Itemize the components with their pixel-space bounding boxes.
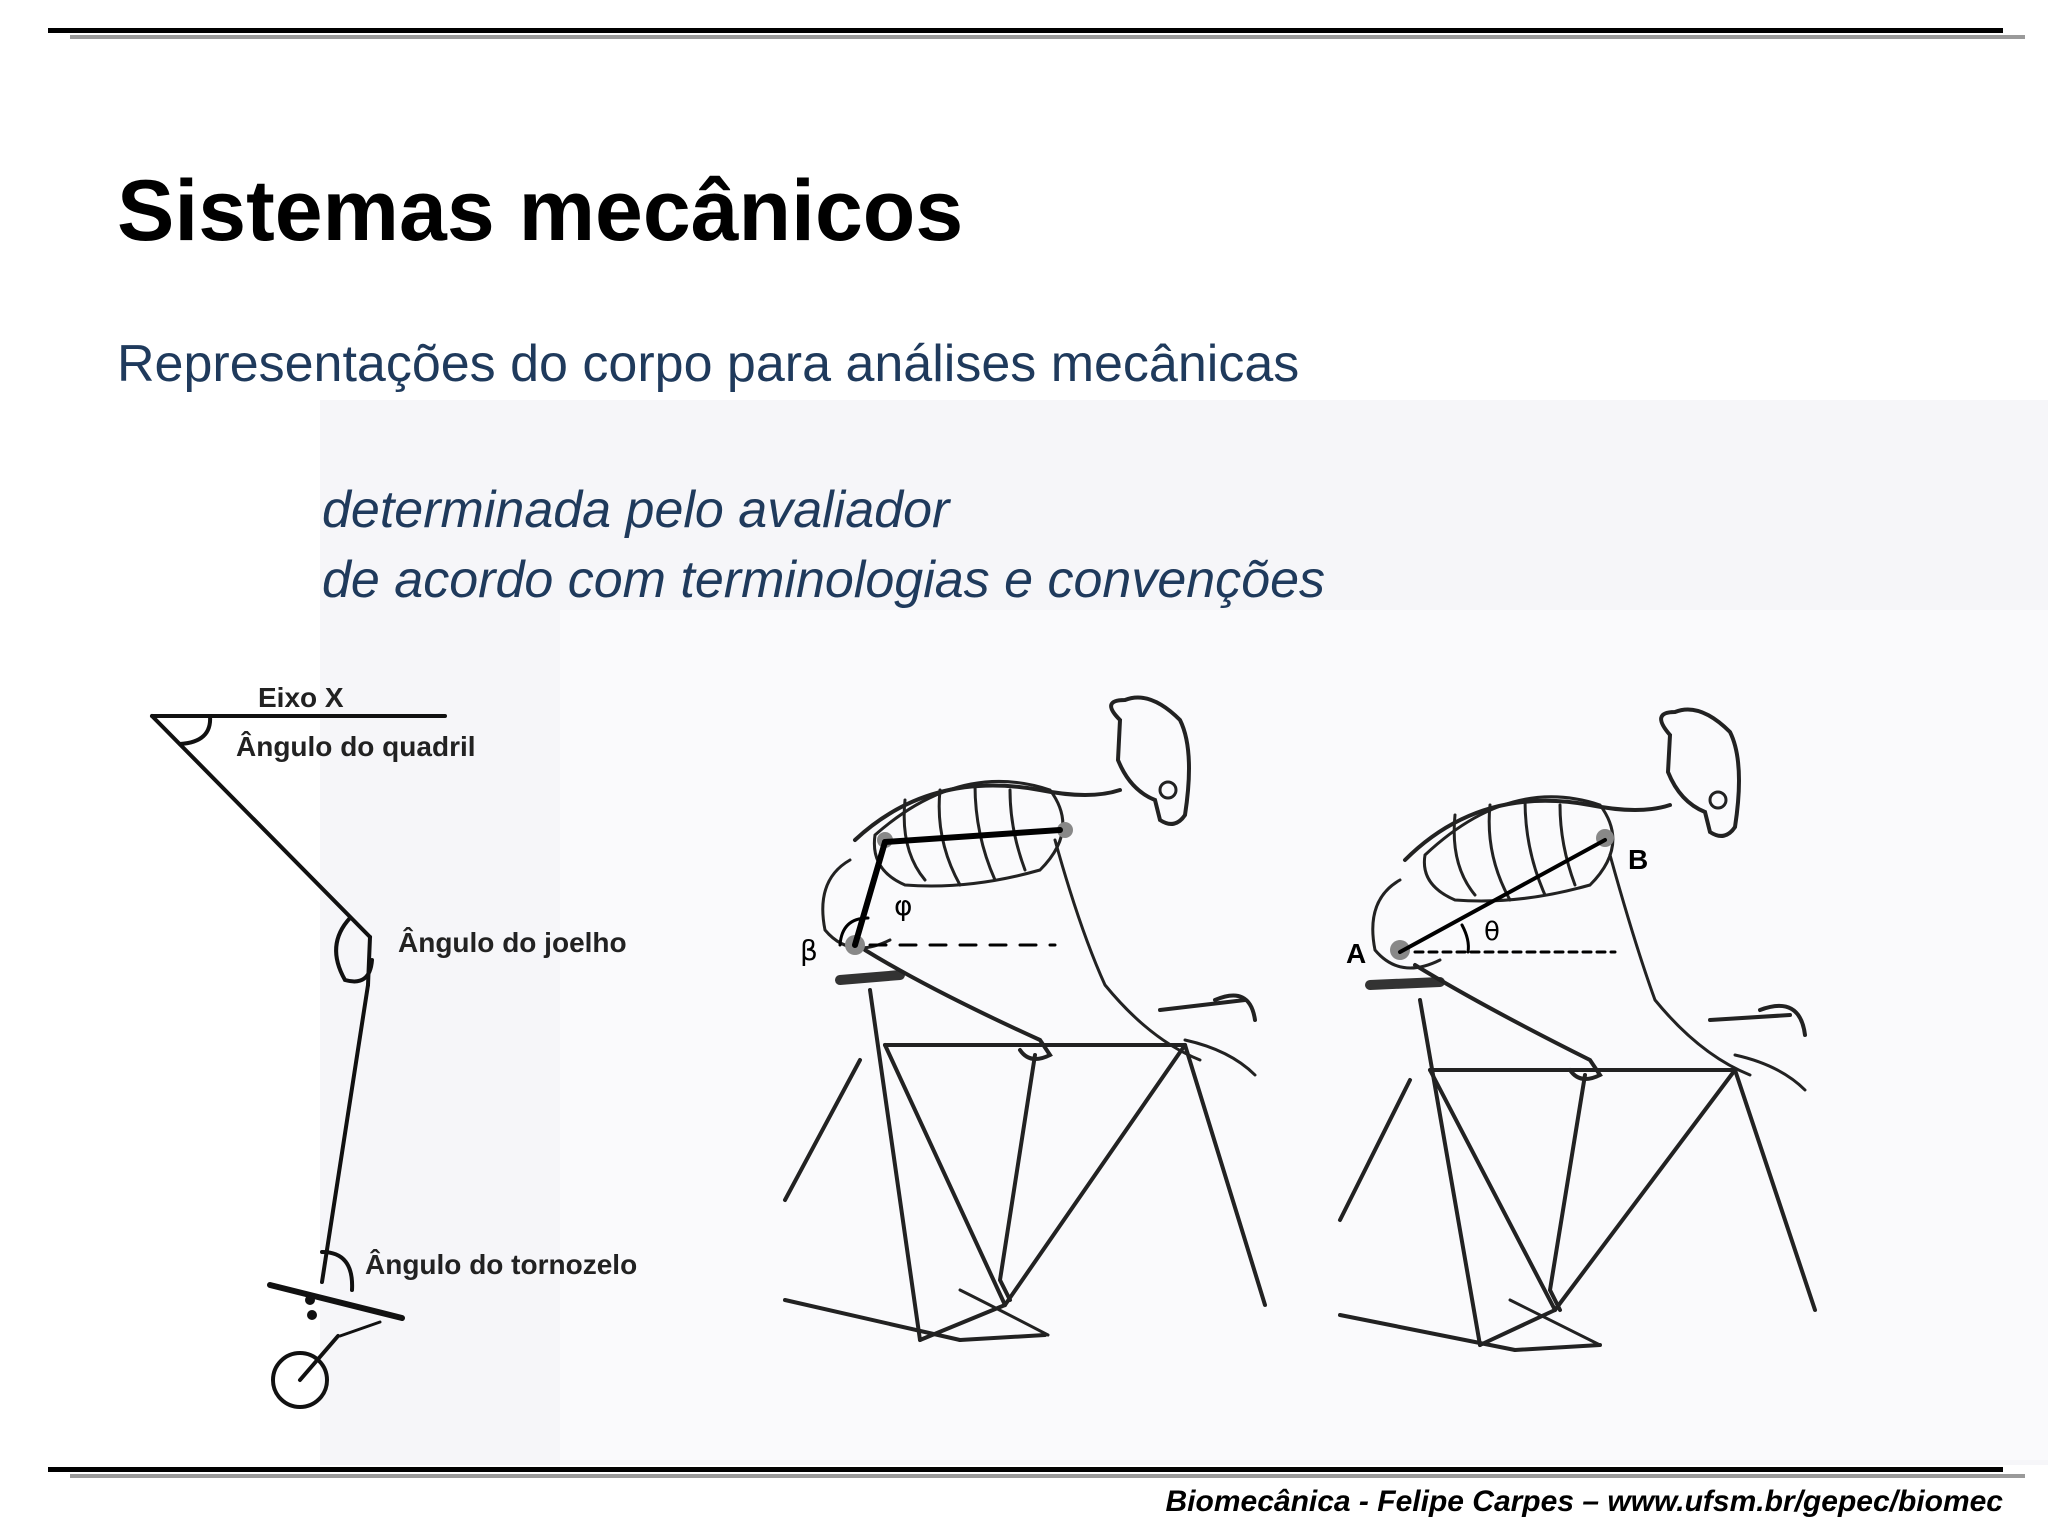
hip-angle-arc	[178, 714, 213, 746]
tibia	[997, 1053, 1037, 1302]
slide-title: Sistemas mecânicos	[117, 163, 964, 259]
trunk-line-ab	[1398, 838, 1607, 954]
slide-subtitle: Representações do corpo para análises me…	[117, 335, 1300, 393]
bullet-item: determinada pelo avaliador	[322, 481, 950, 539]
shoulder-marker	[1057, 822, 1073, 838]
bicycle-frame	[1338, 977, 1817, 1352]
foot-bones	[958, 1288, 1050, 1337]
spine	[853, 783, 1122, 842]
ribcage	[1422, 795, 1615, 903]
femur	[863, 948, 1053, 1061]
shank-segment	[320, 983, 370, 1284]
ankle-angle-arc	[320, 1250, 355, 1292]
skull	[1659, 707, 1741, 838]
crank-circle	[271, 1351, 329, 1409]
crank-arm	[298, 1334, 340, 1382]
theta-symbol: θ	[1484, 917, 1500, 947]
arm-bones	[1053, 838, 1202, 1062]
skeleton-cyclist-right	[1338, 707, 1817, 1352]
footer-credit: Biomecânica - Felipe Carpes – www.ufsm.b…	[1165, 1485, 2003, 1518]
beta-symbol: β	[800, 934, 818, 967]
foot-segment	[267, 1282, 405, 1321]
hand-bones	[1183, 1038, 1257, 1077]
knee-angle-label: Ângulo do joelho	[398, 927, 627, 958]
pelvis	[821, 858, 892, 950]
hand-bones	[1733, 1053, 1807, 1092]
thigh-segment	[150, 714, 372, 939]
bullet-item: de acordo com terminologias e convenções	[322, 551, 1326, 609]
tibia	[1547, 1073, 1587, 1312]
phi-symbol: φ	[894, 889, 912, 922]
foot-bones	[1508, 1298, 1602, 1347]
pedal-mark	[338, 1320, 382, 1338]
foot-dot	[307, 1310, 317, 1320]
ribs	[1452, 798, 1577, 902]
foot-dot	[305, 1295, 315, 1305]
bullet-list: determinada pelo avaliador de acordo com…	[322, 475, 1325, 615]
pelvic-segment-line	[852, 839, 888, 948]
arm-bones	[1608, 853, 1752, 1077]
ankle-angle-label: Ângulo do tornozelo	[365, 1249, 637, 1280]
bottom-rule-shadow	[70, 1474, 2025, 1478]
skull	[1109, 695, 1191, 826]
femur	[1413, 963, 1603, 1081]
skeleton-cyclist-left	[783, 695, 1267, 1342]
figure-background-inner	[560, 610, 2048, 1460]
hip-angle-label: Ângulo do quadril	[236, 731, 476, 762]
top-rule	[48, 28, 2003, 33]
top-rule-shadow	[70, 35, 2025, 39]
point-b-label: B	[1628, 844, 1648, 875]
eye-socket	[1708, 790, 1728, 810]
theta-angle-arc	[1460, 923, 1470, 954]
bottom-rule	[48, 1467, 2003, 1472]
axis-x-label: Eixo X	[258, 682, 344, 713]
spine	[1403, 798, 1672, 862]
ribcage	[872, 779, 1065, 888]
beta-angle-arc	[838, 916, 870, 947]
point-a-label: A	[1346, 938, 1366, 969]
stick-figure-diagram	[150, 714, 447, 1409]
bicycle-frame	[783, 970, 1267, 1342]
trunk-segment-line	[882, 827, 1063, 845]
eye-socket	[1158, 780, 1178, 800]
knee-joint	[366, 935, 372, 987]
